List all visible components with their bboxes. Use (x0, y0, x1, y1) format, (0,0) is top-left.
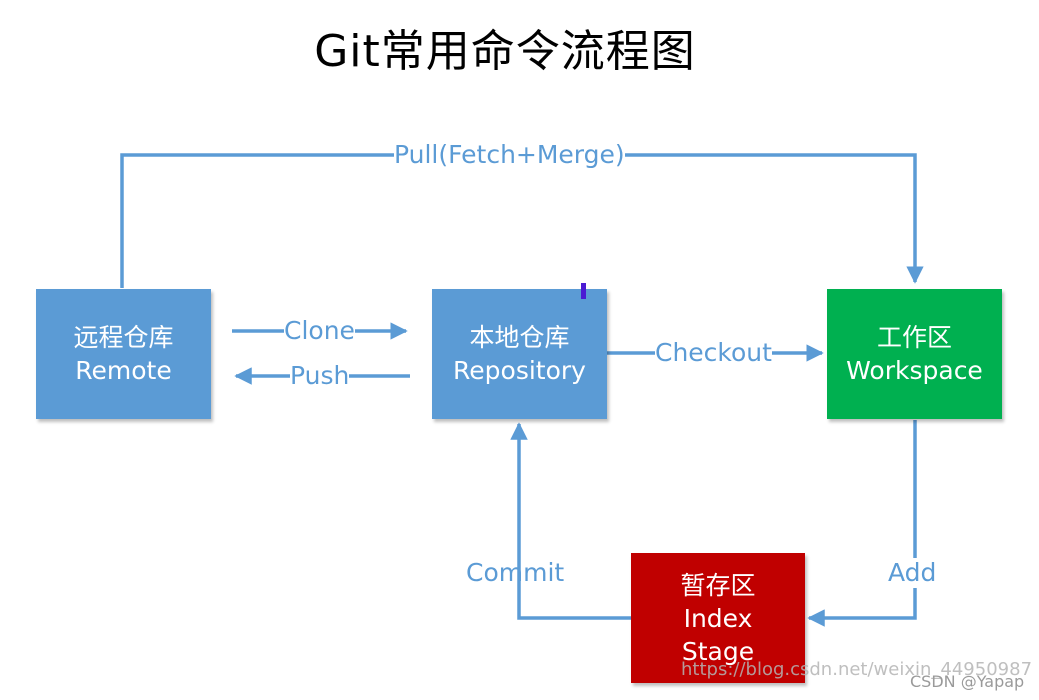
checkout-label: Checkout (655, 338, 772, 368)
diagram-title: Git常用命令流程图 (314, 26, 696, 77)
index-node-title: 暂存区 (680, 570, 756, 600)
text-cursor-marker (581, 283, 586, 299)
commit-arrow (510, 422, 631, 620)
repository-node: 本地仓库 Repository (432, 289, 607, 419)
pull-label: Pull(Fetch+Merge) (394, 140, 625, 170)
index-node-subtitle: Index (683, 603, 753, 633)
url-watermark: https://blog.csdn.net/weixin_44950987 (681, 659, 1033, 680)
author-credit: CSDN @Yapap (910, 672, 1025, 691)
push-label: Push (290, 361, 350, 391)
workspace-node: 工作区 Workspace (827, 289, 1002, 419)
commit-label: Commit (466, 558, 565, 587)
pull-arrow (120, 153, 924, 288)
add-arrow (807, 420, 917, 627)
index-node: 暂存区 Index Stage (631, 553, 805, 683)
remote-node: 远程仓库 Remote (36, 289, 211, 419)
clone-label: Clone (284, 316, 355, 346)
repository-node-title: 本地仓库 (469, 323, 570, 352)
index-node-subtitle-2: Stage (681, 636, 755, 666)
repository-node-subtitle: Repository (453, 356, 586, 385)
workspace-node-title: 工作区 (876, 323, 952, 352)
workspace-node-subtitle: Workspace (846, 356, 983, 385)
remote-node-subtitle: Remote (75, 356, 172, 385)
remote-node-title: 远程仓库 (73, 323, 174, 352)
add-label: Add (888, 558, 937, 588)
